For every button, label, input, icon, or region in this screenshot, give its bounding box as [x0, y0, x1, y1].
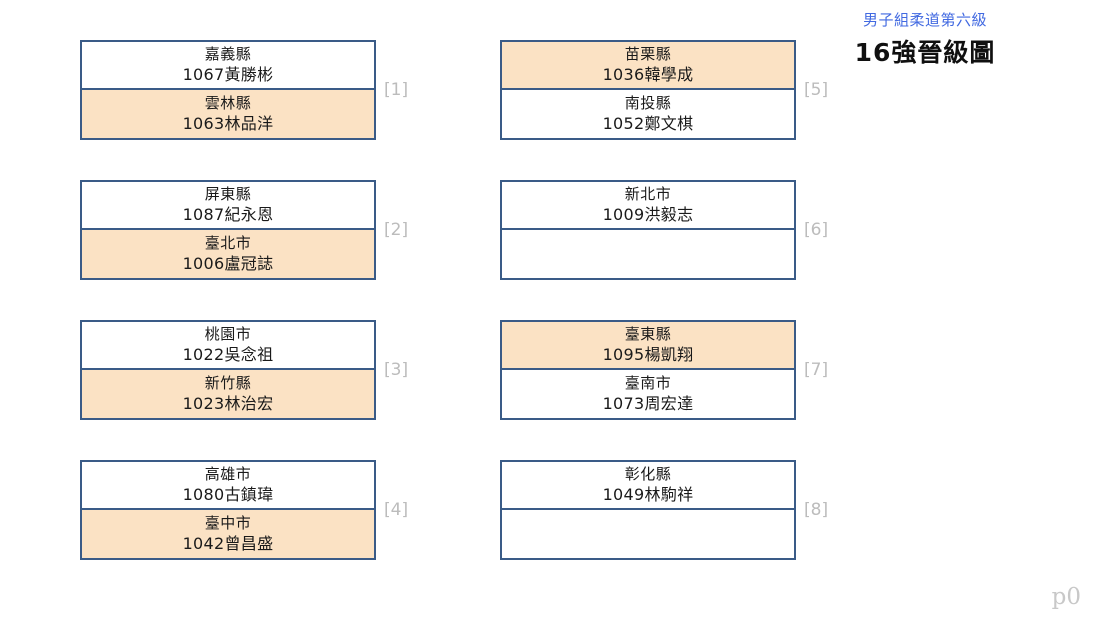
- slot-player-name: 1042曾昌盛: [182, 534, 274, 553]
- slot-team-name: 嘉義縣: [204, 45, 252, 63]
- event-subtitle: 男子組柔道第六級: [862, 11, 987, 29]
- match-index-label: [1]: [384, 80, 409, 100]
- slot-player-name: 1087紀永恩: [182, 205, 274, 224]
- match-index-label: [5]: [804, 80, 829, 100]
- slot-team-name: 彰化縣: [624, 465, 672, 483]
- match-slot[interactable]: 高雄市 1080古鎮瑋: [82, 462, 374, 510]
- slot-player-name: 1052鄭文棋: [602, 114, 694, 133]
- match-index-label: [4]: [384, 500, 409, 520]
- match-slot[interactable]: 南投縣 1052鄭文棋: [502, 90, 794, 138]
- match-slot[interactable]: 彰化縣 1049林駒祥: [502, 462, 794, 510]
- match-slot[interactable]: 臺北市 1006盧冠誌: [82, 230, 374, 278]
- match-box[interactable]: 苗栗縣 1036韓學成南投縣 1052鄭文棋 [5]: [500, 40, 828, 140]
- match-slot[interactable]: 嘉義縣 1067黃勝彬: [82, 42, 374, 90]
- match-slot-empty[interactable]: [502, 510, 794, 558]
- match-index-label: [8]: [804, 500, 829, 520]
- bracket-column-left: 嘉義縣 1067黃勝彬雲林縣 1063林品洋 [1] 屏東縣 1087紀永恩臺北市 1006…: [80, 40, 408, 560]
- page-title: 16強晉級圖: [854, 38, 996, 67]
- slot-team-name: 臺中市: [204, 514, 252, 532]
- slot-player-name: 1049林駒祥: [602, 485, 694, 504]
- slot-team-name: 雲林縣: [204, 94, 252, 112]
- match-box[interactable]: 嘉義縣 1067黃勝彬雲林縣 1063林品洋 [1]: [80, 40, 408, 140]
- match-slot[interactable]: 臺南市 1073周宏達: [502, 370, 794, 418]
- slot-player-name: 1063林品洋: [182, 114, 274, 133]
- match-slot[interactable]: 臺中市 1042曾昌盛: [82, 510, 374, 558]
- match-box[interactable]: 桃園市 1022吳念祖新竹縣 1023林治宏 [3]: [80, 320, 408, 420]
- slot-player-name: 1067黃勝彬: [182, 65, 274, 84]
- slot-player-name: 1006盧冠誌: [182, 254, 274, 273]
- slot-player-name: 1080古鎮瑋: [182, 485, 274, 504]
- match-slot[interactable]: 雲林縣 1063林品洋: [82, 90, 374, 138]
- slot-team-name: 臺南市: [624, 374, 672, 392]
- match-slot[interactable]: 屏東縣 1087紀永恩: [82, 182, 374, 230]
- match-index-label: [7]: [804, 360, 829, 380]
- match-box[interactable]: 新北市 1009洪毅志 [6]: [500, 180, 828, 280]
- page-number: p0: [1051, 584, 1081, 610]
- match-slot[interactable]: 桃園市 1022吳念祖: [82, 322, 374, 370]
- slot-player-name: 1022吳念祖: [182, 345, 274, 364]
- slot-player-name: 1036韓學成: [602, 65, 694, 84]
- slot-team-name: 高雄市: [204, 465, 252, 483]
- slot-player-name: 1073周宏達: [602, 394, 694, 413]
- match-box[interactable]: 屏東縣 1087紀永恩臺北市 1006盧冠誌 [2]: [80, 180, 408, 280]
- slot-team-name: 新北市: [624, 185, 672, 203]
- match-box[interactable]: 彰化縣 1049林駒祥 [8]: [500, 460, 828, 560]
- match-index-label: [3]: [384, 360, 409, 380]
- match-slot-empty[interactable]: [502, 230, 794, 278]
- slot-team-name: 新竹縣: [204, 374, 252, 392]
- slot-team-name: 臺北市: [204, 234, 252, 252]
- slot-team-name: 屏東縣: [204, 185, 252, 203]
- page-header: 男子組柔道第六級 16強晉級圖: [765, 10, 1085, 70]
- slot-player-name: 1009洪毅志: [602, 205, 694, 224]
- slot-team-name: 桃園市: [204, 325, 252, 343]
- match-index-label: [2]: [384, 220, 409, 240]
- slot-player-name: 1023林治宏: [182, 394, 274, 413]
- match-box[interactable]: 臺東縣 1095楊凱翔臺南市 1073周宏達 [7]: [500, 320, 828, 420]
- match-slot[interactable]: 苗栗縣 1036韓學成: [502, 42, 794, 90]
- slot-team-name: 苗栗縣: [624, 45, 672, 63]
- match-index-label: [6]: [804, 220, 829, 240]
- slot-team-name: 南投縣: [624, 94, 672, 112]
- match-box[interactable]: 高雄市 1080古鎮瑋臺中市 1042曾昌盛 [4]: [80, 460, 408, 560]
- bracket-column-right: 苗栗縣 1036韓學成南投縣 1052鄭文棋 [5] 新北市 1009洪毅志 [6] 臺東縣 1…: [500, 40, 828, 560]
- slot-team-name: 臺東縣: [624, 325, 672, 343]
- match-slot[interactable]: 新竹縣 1023林治宏: [82, 370, 374, 418]
- match-slot[interactable]: 新北市 1009洪毅志: [502, 182, 794, 230]
- slot-player-name: 1095楊凱翔: [602, 345, 694, 364]
- match-slot[interactable]: 臺東縣 1095楊凱翔: [502, 322, 794, 370]
